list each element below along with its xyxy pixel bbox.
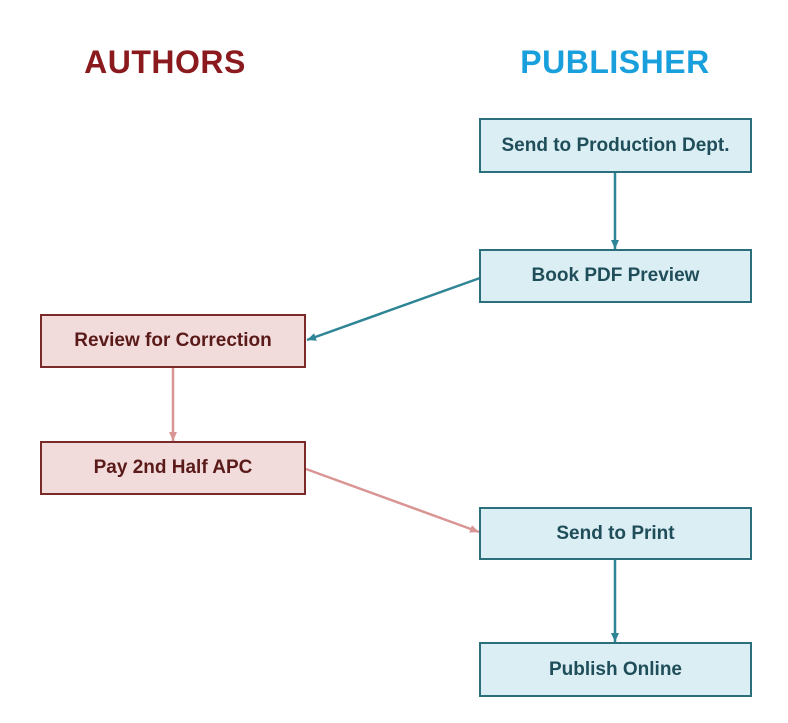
review-for-correction-box: Review for Correction	[40, 314, 306, 368]
send-to-production-box: Send to Production Dept.	[479, 118, 752, 173]
arrow-preview-to-review	[306, 276, 481, 342]
send-to-print-label: Send to Print	[556, 522, 675, 544]
authors-lane-title: AUTHORS	[84, 44, 246, 80]
pay-2nd-half-apc-label: Pay 2nd Half APC	[93, 457, 253, 478]
publish-online-label: Publish Online	[548, 658, 682, 680]
publisher-lane-title: PUBLISHER	[520, 44, 710, 80]
publish-online-box: Publish Online	[479, 642, 752, 697]
review-for-correction-label: Review for Correction	[74, 330, 272, 351]
arrow-pay-to-print	[305, 467, 480, 534]
send-to-print-box: Send to Print	[479, 507, 752, 560]
pay-2nd-half-apc-box: Pay 2nd Half APC	[40, 441, 306, 495]
send-to-production-label: Send to Production Dept.	[501, 134, 730, 156]
book-pdf-preview-box: Book PDF Preview	[479, 249, 752, 303]
book-pdf-preview-label: Book PDF Preview	[531, 265, 700, 286]
